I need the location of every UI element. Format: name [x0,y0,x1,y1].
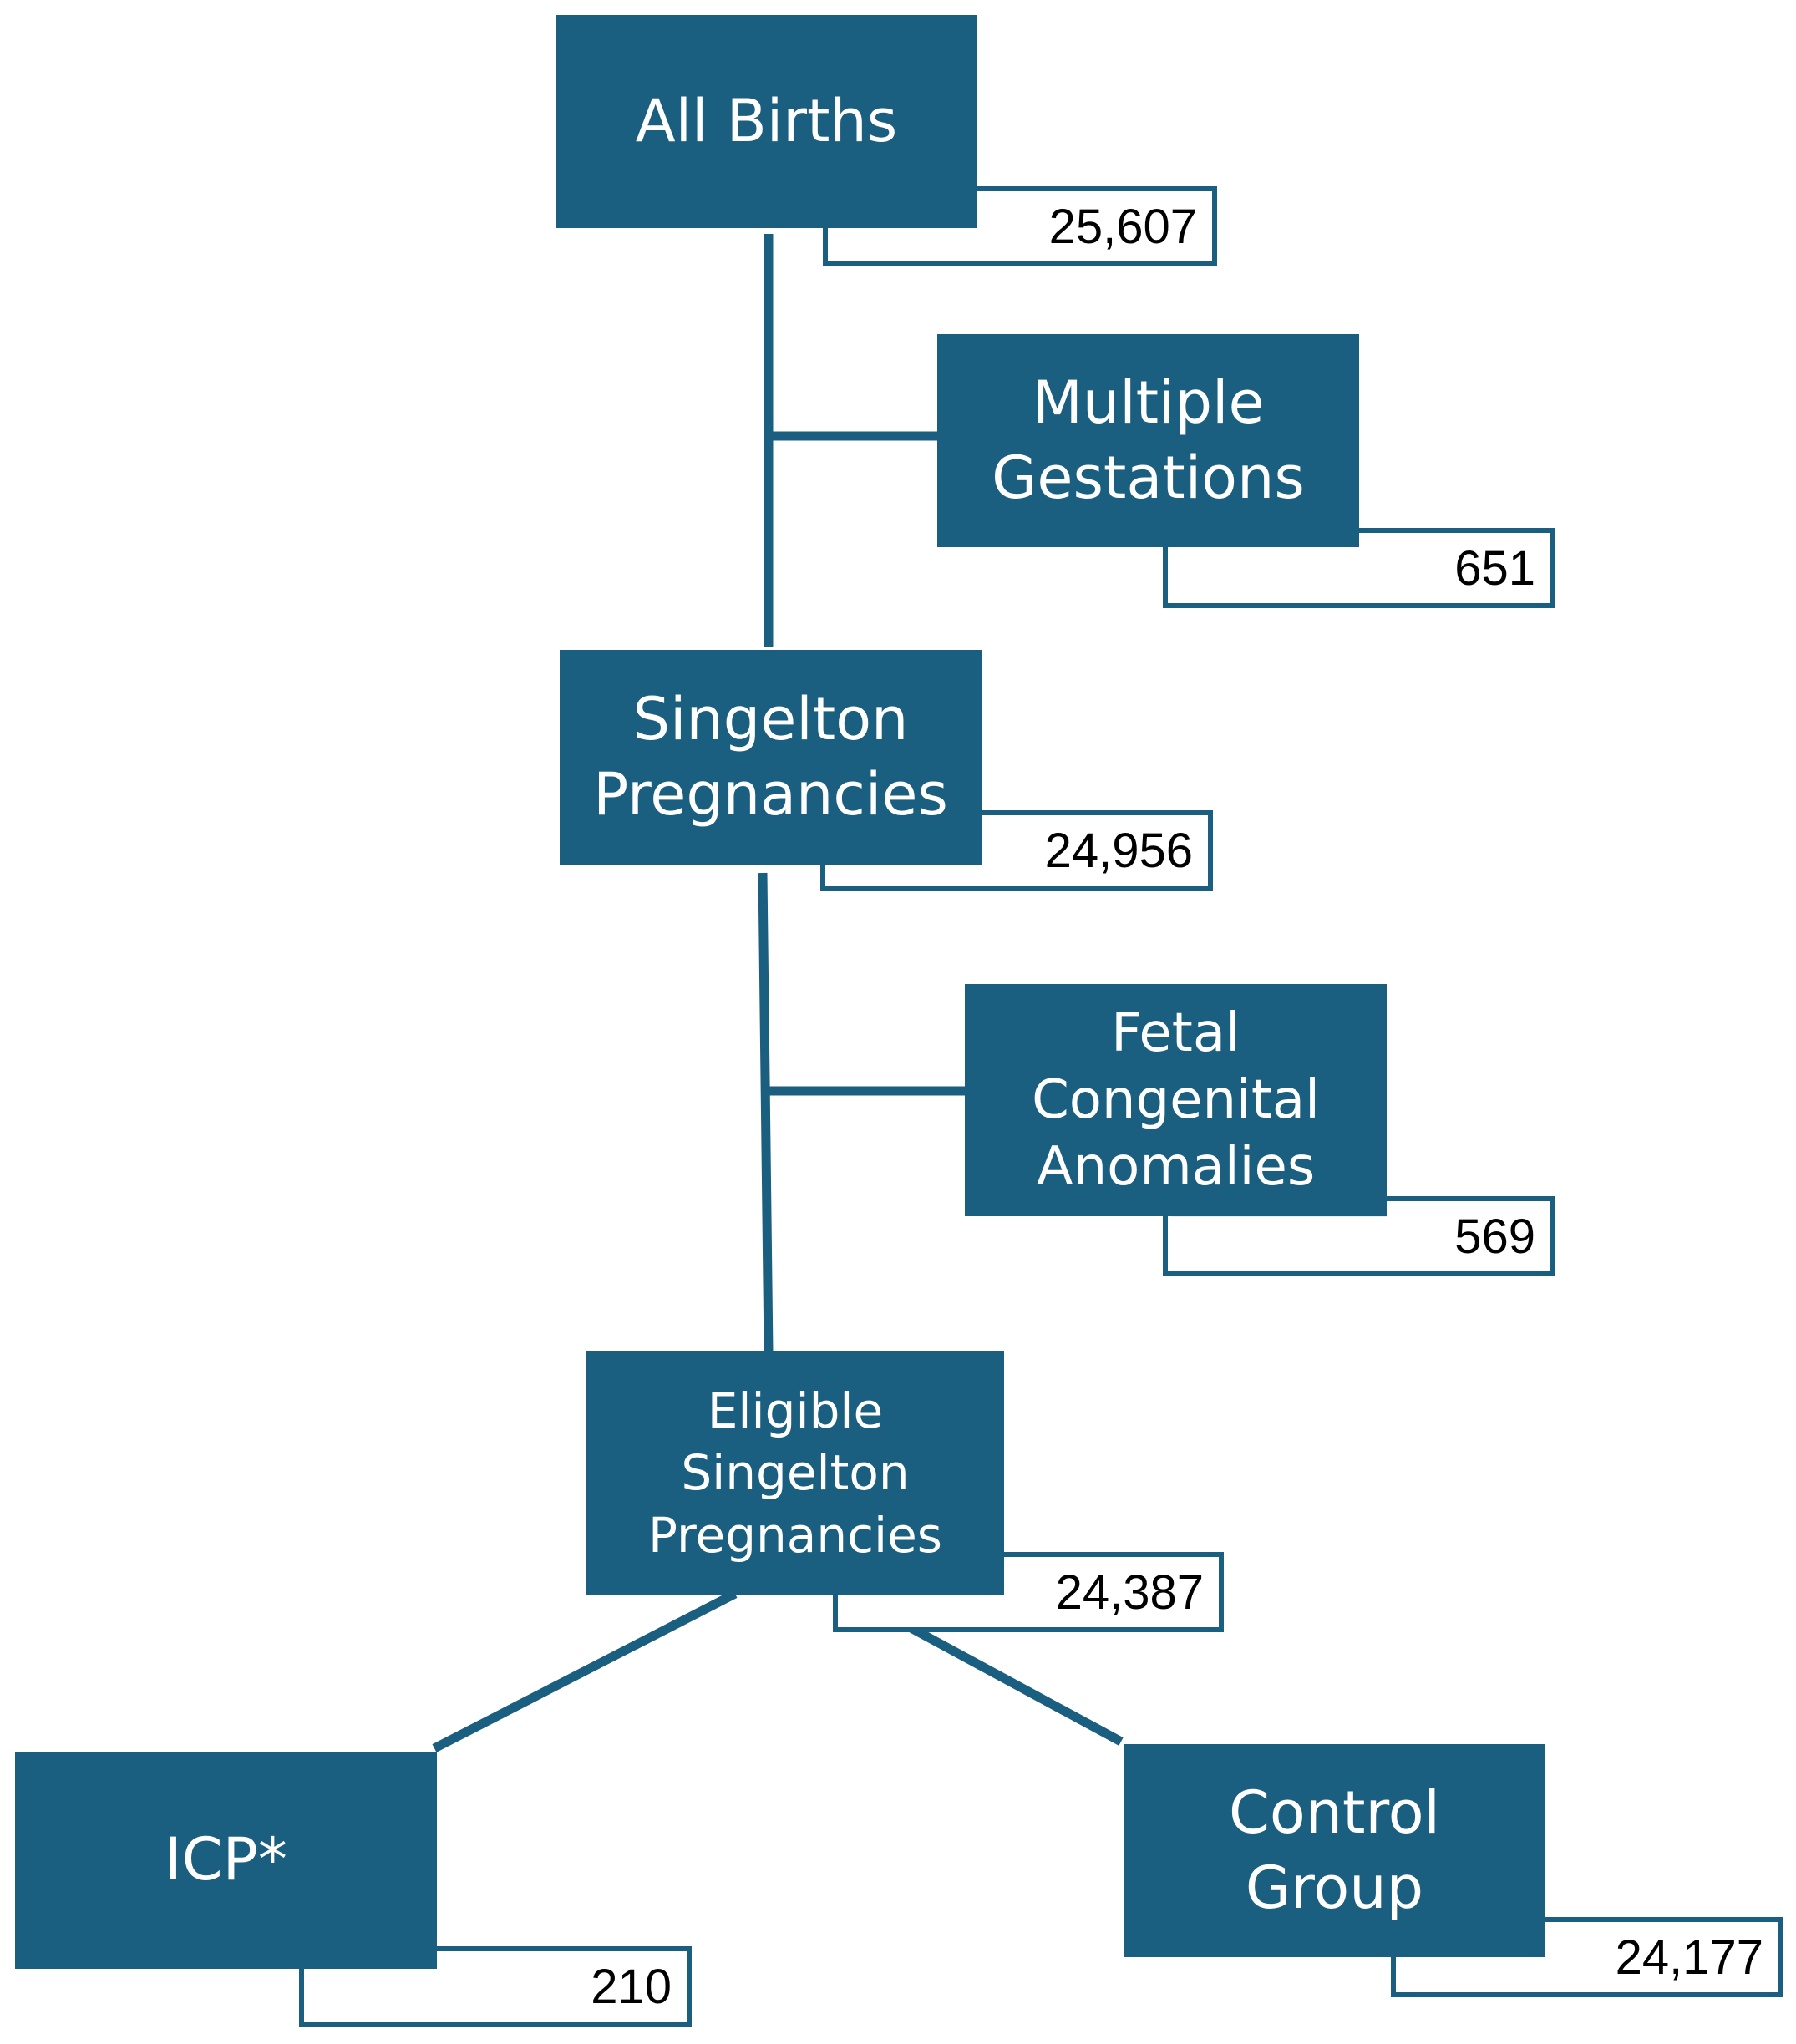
control-group-count-box: 24,177 [1391,1917,1783,1997]
eligible-singleton-count: 24,387 [1055,1565,1204,1620]
singleton-pregnancies-label: Singelton Pregnancies [593,685,948,829]
all-births-label: All Births [635,86,898,155]
icp-node: ICP* [15,1752,437,1969]
connector-singleton-to-eligible [758,872,774,1354]
multiple-gestations-count: 651 [1454,540,1535,596]
eligible-singleton-node: Eligible Singelton Pregnancies [586,1351,1004,1595]
icp-label: ICP* [165,1825,287,1894]
icp-count: 210 [591,1960,672,2014]
fetal-anomalies-count: 569 [1454,1209,1535,1264]
multiple-gestations-node: Multiple Gestations [937,334,1359,547]
all-births-count: 25,607 [1048,199,1197,254]
singleton-pregnancies-count: 24,956 [1044,824,1193,878]
control-group-count: 24,177 [1615,1930,1763,1985]
singleton-pregnancies-node: Singelton Pregnancies [560,650,982,865]
connector-eligible-to-icp [432,1590,738,1752]
control-group-node: Control Group [1124,1744,1545,1957]
multiple-gestations-label: Multiple Gestations [992,368,1305,512]
all-births-node: All Births [556,15,977,228]
fetal-anomalies-node: Fetal Congenital Anomalies [965,984,1387,1216]
eligible-singleton-label: Eligible Singelton Pregnancies [648,1382,942,1564]
fetal-anomalies-label: Fetal Congenital Anomalies [1032,1002,1320,1198]
control-group-label: Control Group [1228,1778,1441,1922]
